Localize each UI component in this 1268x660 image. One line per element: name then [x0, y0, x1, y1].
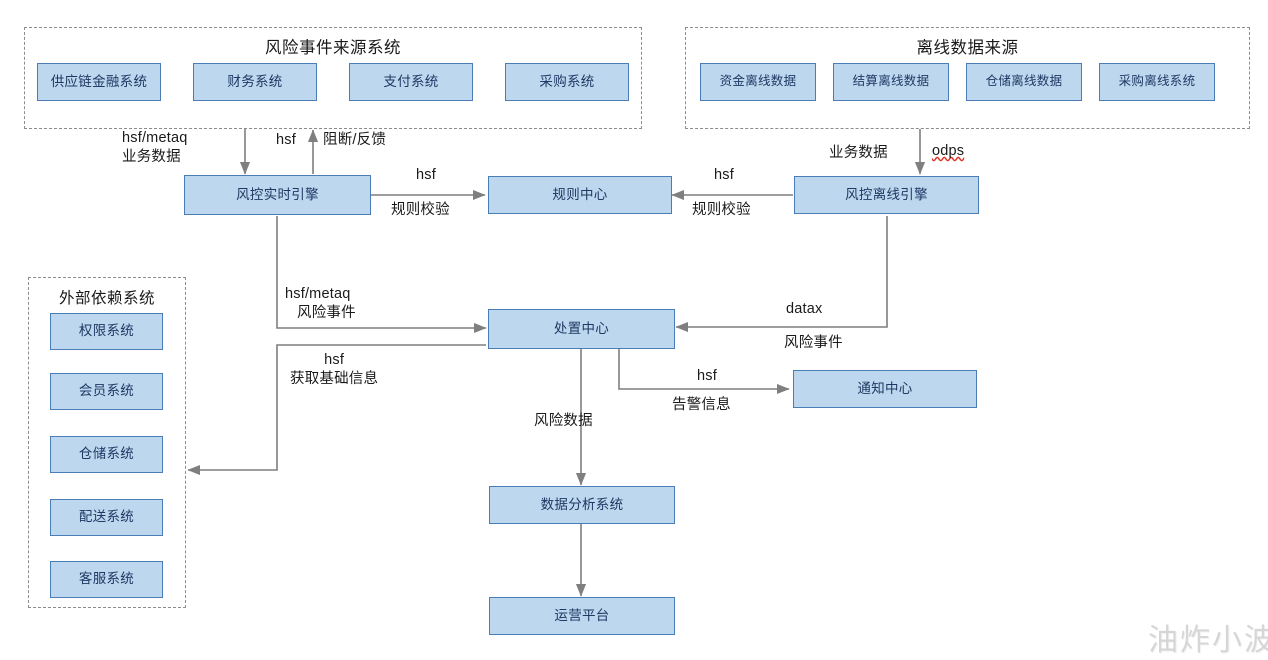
node-finance-system[interactable]: 财务系统 — [193, 63, 317, 101]
panel-external-dependency: 外部依赖系统 — [28, 277, 186, 608]
edge-label-hsf-rule-check-right-top: hsf — [714, 166, 734, 184]
panel-offline-data-source: 离线数据来源 — [685, 27, 1250, 129]
node-warehouse-system[interactable]: 仓储系统 — [50, 436, 163, 473]
edge-label-business-data-text: 业务数据 — [829, 145, 888, 161]
edge-label-hsf: hsf — [276, 132, 296, 148]
edge-label-datax: datax — [786, 300, 822, 318]
edge-label-block-feedback: 阻断/反馈 — [323, 131, 386, 149]
node-procurement-system[interactable]: 采购系统 — [505, 63, 629, 101]
edge-label-line-2: 获取基础信息 — [290, 370, 379, 387]
edge-label-rule-check: 规则校验 — [391, 202, 450, 218]
edge-label-risk-event-text: 风险事件 — [784, 335, 843, 351]
edge-label-hsf-metaq-business: hsf/metaq 业务数据 — [122, 129, 187, 167]
edge-label-feedback-text: 阻断/反馈 — [323, 132, 387, 148]
node-procurement-offline-system[interactable]: 采购离线系统 — [1099, 63, 1215, 101]
edge-label-hsf: hsf — [416, 167, 436, 183]
edge-label-line-1: hsf — [324, 352, 345, 368]
edge-label-rule-check: 规则校验 — [692, 202, 751, 218]
panel-title-risk-event-source: 风险事件来源系统 — [265, 39, 401, 57]
node-notify-center[interactable]: 通知中心 — [793, 370, 977, 408]
edge-label-hsf-alarm-bottom: 告警信息 — [672, 396, 731, 414]
node-customer-service-system[interactable]: 客服系统 — [50, 561, 163, 598]
edge-label-datax-text: datax — [786, 301, 823, 317]
edge-label-line-1: hsf/metaq — [285, 286, 351, 302]
edge-label-risk-data-text: 风险数据 — [534, 413, 593, 429]
node-rule-center[interactable]: 规则中心 — [488, 176, 672, 214]
node-realtime-risk-engine[interactable]: 风控实时引擎 — [184, 175, 371, 215]
node-warehouse-offline-data[interactable]: 仓储离线数据 — [966, 63, 1082, 101]
edge-label-line-1: hsf/metaq — [122, 130, 188, 146]
node-payment-system[interactable]: 支付系统 — [349, 63, 473, 101]
edge-label-alarm-info: 告警信息 — [672, 397, 731, 413]
node-data-analysis-system[interactable]: 数据分析系统 — [489, 486, 675, 524]
node-supply-chain-finance-system[interactable]: 供应链金融系统 — [37, 63, 161, 101]
edge-label-datax-risk-event: 风险事件 — [784, 334, 843, 352]
edge-label-business-data: 业务数据 — [829, 144, 888, 162]
node-settlement-offline-data[interactable]: 结算离线数据 — [833, 63, 949, 101]
node-funds-offline-data[interactable]: 资金离线数据 — [700, 63, 816, 101]
node-permission-system[interactable]: 权限系统 — [50, 313, 163, 350]
node-member-system[interactable]: 会员系统 — [50, 373, 163, 410]
edge-label-hsf-alarm-top: hsf — [697, 367, 717, 385]
edge-label-hsf-block: hsf — [276, 131, 296, 149]
edge-label-odps: odps — [932, 142, 964, 160]
edge-label-odps-text: odps — [932, 143, 965, 159]
node-offline-risk-engine[interactable]: 风控离线引擎 — [794, 176, 979, 214]
node-disposal-center[interactable]: 处置中心 — [488, 309, 675, 349]
edge-label-hsf-metaq-risk-event: hsf/metaq 风险事件 — [285, 285, 356, 323]
edge-label-hsf-base-info: hsf 获取基础信息 — [290, 351, 378, 389]
edge-label-hsf-rule-check-left-top: hsf — [416, 166, 436, 184]
panel-title-external-dependency: 外部依赖系统 — [58, 290, 155, 307]
edge-label-hsf: hsf — [714, 167, 734, 183]
panel-risk-event-source: 风险事件来源系统 — [24, 27, 642, 129]
wire-offline-to-disposal — [675, 216, 888, 333]
panel-title-offline-data-source: 离线数据来源 — [916, 39, 1019, 57]
edge-label-hsf-rule-check-right-bottom: 规则校验 — [692, 201, 751, 219]
watermark: 油炸小波 — [1148, 624, 1268, 657]
edge-label-hsf: hsf — [697, 368, 717, 384]
edge-label-risk-data: 风险数据 — [534, 412, 593, 430]
node-ops-platform[interactable]: 运营平台 — [489, 597, 675, 635]
edge-label-line-2: 业务数据 — [122, 148, 181, 165]
node-delivery-system[interactable]: 配送系统 — [50, 499, 163, 536]
edge-label-hsf-rule-check-left-bottom: 规则校验 — [391, 201, 450, 219]
edge-label-line-2: 风险事件 — [297, 304, 356, 321]
